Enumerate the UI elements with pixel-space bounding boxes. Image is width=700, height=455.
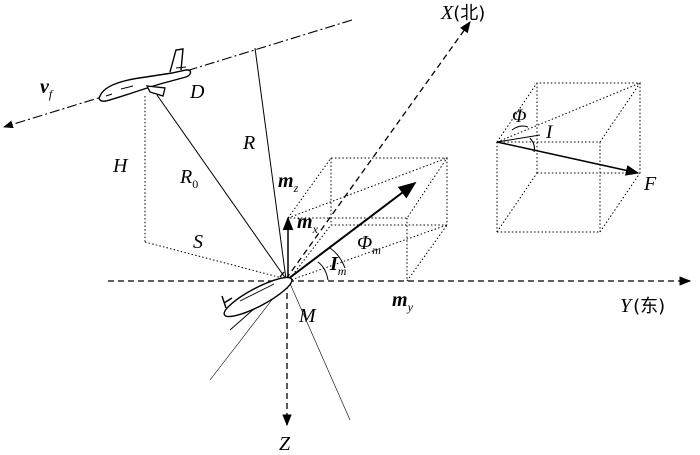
i-label: I: [545, 122, 554, 143]
point-m-label: M: [298, 305, 317, 327]
z-axis-label: Z: [279, 433, 291, 455]
airplane-icon: [98, 48, 192, 102]
magnetic-target-icon: [221, 271, 293, 318]
reference-cube: [496, 82, 641, 233]
my-label: my: [392, 289, 414, 314]
velocity-label: vf: [40, 76, 54, 101]
point-d-label: D: [189, 81, 205, 103]
x-axis: [285, 21, 471, 280]
i-arc: [529, 137, 535, 153]
r0-label: R0: [179, 166, 198, 191]
magnetic-field-vector: [287, 181, 417, 280]
y-axis-label: Y(东): [620, 295, 665, 317]
f-label: F: [643, 173, 657, 195]
phi-m-label: Φm: [357, 232, 381, 257]
mz-label: mz: [278, 170, 299, 195]
x-axis-label: X(北): [440, 2, 485, 24]
total-field-vector: [496, 141, 640, 176]
r-line: [254, 47, 287, 280]
phi-arc: [511, 125, 529, 131]
i-m-arc: [317, 261, 329, 281]
mx-label: mx: [297, 211, 319, 236]
r-label: R: [242, 132, 255, 154]
magnetic-vector-box: [287, 157, 448, 282]
height-label: H: [112, 155, 129, 177]
phi-m-arc: [329, 247, 346, 269]
vertical-projection-line: [287, 278, 351, 421]
ground-distance-line: [144, 241, 287, 280]
i-m-label: Im: [329, 253, 347, 278]
phi-label: Φ: [512, 106, 526, 127]
r0-line: [156, 94, 287, 280]
s-label: S: [193, 231, 203, 253]
